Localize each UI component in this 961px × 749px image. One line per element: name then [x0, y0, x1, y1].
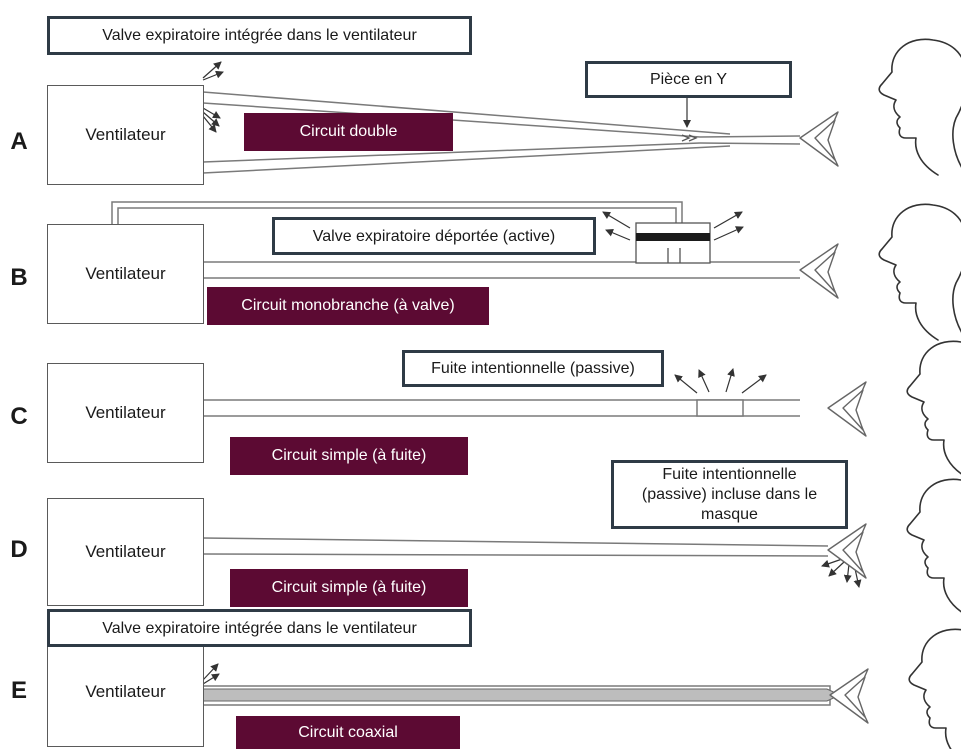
mask-icon: [799, 243, 839, 299]
patient-head-icon: [906, 340, 961, 478]
patient-head-icon: [908, 628, 961, 749]
row-c-leak-arrows: [674, 368, 767, 394]
integrated-valve-note-a: Valve expiratoire intégrée dans le venti…: [47, 16, 472, 55]
active-valve-icon: [635, 222, 711, 264]
circuit-label-b: Circuit monobranche (à valve): [207, 287, 489, 325]
row-a-chevron-icon: [681, 134, 698, 142]
mask-icon: [827, 523, 867, 579]
coaxial-tube: [202, 685, 842, 706]
circuit-label-c: Circuit simple (à fuite): [230, 437, 468, 475]
row-letter-d: D: [10, 536, 28, 563]
passive-leak-note: Fuite intentionnelle (passive): [402, 350, 664, 387]
ventilator-box-b: Ventilateur: [47, 224, 204, 324]
circuit-label-d: Circuit simple (à fuite): [230, 569, 468, 607]
patient-head-icon: [878, 38, 961, 176]
row-e-exhaust-arrows: [202, 663, 220, 685]
row-letter-e: E: [10, 677, 27, 704]
row-a-exhaust-arrows: [202, 61, 224, 133]
y-piece-note: Pièce en Y: [585, 61, 792, 98]
mask-icon: [827, 381, 867, 437]
row-letter-c: C: [10, 403, 28, 430]
row-d-tubes: [202, 537, 829, 557]
passive-leak-port: [696, 399, 744, 417]
row-letter-b: B: [10, 264, 28, 291]
row-a-tubes: [202, 91, 801, 174]
ventilator-box-e: Ventilateur: [47, 637, 204, 747]
remote-valve-note: Valve expiratoire déportée (active): [272, 217, 596, 255]
circuit-label-e: Circuit coaxial: [236, 716, 460, 749]
mask-icon: [829, 668, 869, 724]
mask-leak-line-3: masque: [701, 505, 758, 523]
ventilator-box-a: Ventilateur: [47, 85, 204, 185]
row-letter-a: A: [10, 128, 28, 155]
mask-leak-line-2: (passive) incluse dans le: [641, 485, 818, 503]
circuit-label-a: Circuit double: [244, 113, 453, 151]
integrated-valve-note-e: Valve expiratoire intégrée dans le venti…: [47, 609, 472, 647]
mask-leak-note: Fuite intentionnelle (passive) incluse d…: [611, 460, 848, 529]
mask-leak-line-1: Fuite intentionnelle: [662, 465, 797, 483]
patient-head-icon: [906, 478, 961, 616]
ventilator-box-c: Ventilateur: [47, 363, 204, 463]
patient-head-icon: [878, 203, 961, 341]
ventilator-box-d: Ventilateur: [47, 498, 204, 606]
mask-icon: [799, 111, 839, 167]
row-b-exhaust-arrows: [602, 211, 744, 241]
